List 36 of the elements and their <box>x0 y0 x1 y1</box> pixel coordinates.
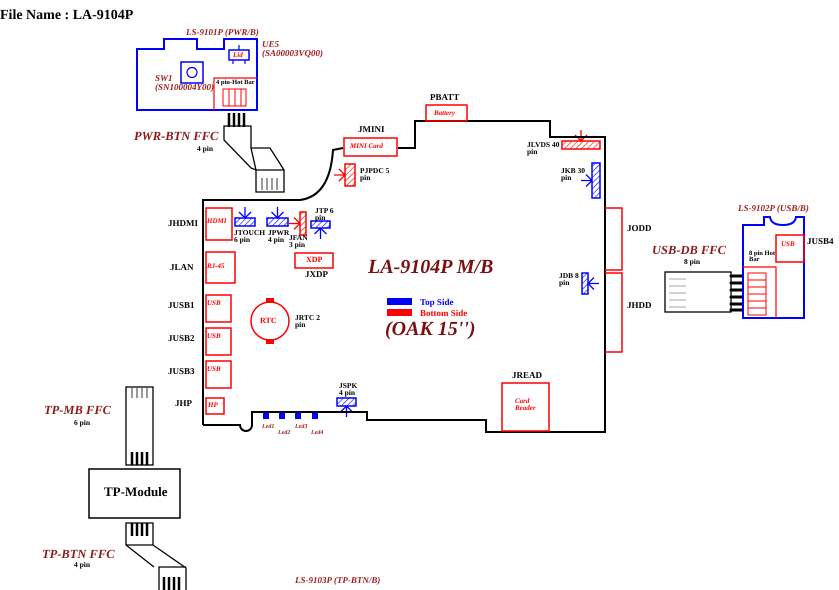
connector-designator: JXDP <box>305 270 328 279</box>
hot-bar-pad <box>213 77 258 111</box>
board-label: LS-9103P (TP-BTN/B) <box>295 576 382 585</box>
connector-designator: PBATT <box>430 93 460 102</box>
cable-label: TP-MB FFC <box>44 405 112 417</box>
connector-designator: JUSB2 <box>168 334 195 343</box>
part-label: RTC <box>260 317 278 325</box>
connector-designator: LA-9104P M/B <box>368 258 494 277</box>
card-reader-box <box>501 370 551 432</box>
connector-designator: JUSB1 <box>168 301 195 310</box>
connector-designator: JLAN <box>170 263 194 272</box>
connector-designator: JHDMI <box>168 219 198 228</box>
connector-designator: JODD <box>627 224 652 233</box>
cable-label: USB-DB FFC <box>652 245 727 257</box>
part-label: TP-Module <box>104 486 169 498</box>
cable-label: TP-BTN FFC <box>42 549 116 561</box>
connector-designator: JUSB4 <box>807 237 834 246</box>
part-label: LS-9101P (PWR/B) <box>186 28 260 37</box>
hot-bar-pad <box>743 250 777 319</box>
connector-designator: JMINI <box>358 125 386 134</box>
board-title: (OAK 15'') <box>385 320 477 339</box>
connector-designator: JREAD <box>512 371 544 380</box>
legend-label: Bottom Side <box>420 308 468 318</box>
connector-designator: JHP <box>175 399 192 408</box>
part-label: LS-9102P (USB/B) <box>738 204 810 213</box>
touchpad-module-box <box>88 468 181 519</box>
cable-label: PWR-BTN FFC <box>134 131 220 143</box>
connector-box <box>425 92 469 123</box>
connector-designator: JUSB3 <box>168 367 195 376</box>
connector-box <box>343 124 399 158</box>
board-label: SW1 (SN100004Y00) <box>155 74 213 92</box>
file-name: File Name : LA-9104P <box>0 9 134 22</box>
connector-designator: UE5 (SA00003VQ00) <box>262 40 324 58</box>
connector-designator: JHDD <box>627 301 652 310</box>
part-label: XDP <box>306 256 324 264</box>
legend-label: Top Side <box>420 297 454 307</box>
